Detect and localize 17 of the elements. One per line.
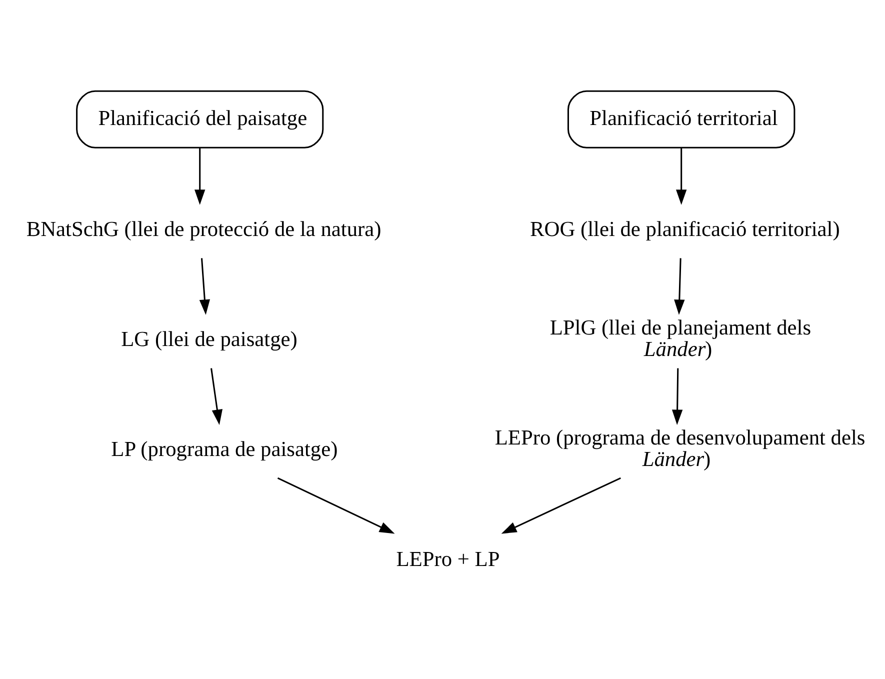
arrow <box>199 258 210 315</box>
arrow <box>194 148 206 205</box>
node-text: LEPro (programa de desenvolupament dels Länder) <box>494 426 866 471</box>
arrow <box>674 258 685 315</box>
node-text: LG (llei de paisatge) <box>121 326 298 351</box>
arrow <box>277 477 395 534</box>
node-text: ROG (llei de planificació territorial) <box>530 216 840 241</box>
node-box: Planificació del paisatge <box>76 90 324 148</box>
arrow <box>210 368 222 425</box>
node-text: BNatSchG (llei de protecció de la natura) <box>26 216 382 241</box>
node-text: LPlG (llei de planejament dels Länder) <box>550 315 812 361</box>
arrow <box>676 148 687 205</box>
node-text: LEPro + LP <box>396 547 500 572</box>
node-text: LP (programa de paisatge) <box>111 436 338 461</box>
arrow <box>672 368 683 425</box>
arrow <box>501 477 621 534</box>
node-box: Planificació territorial <box>567 90 796 148</box>
